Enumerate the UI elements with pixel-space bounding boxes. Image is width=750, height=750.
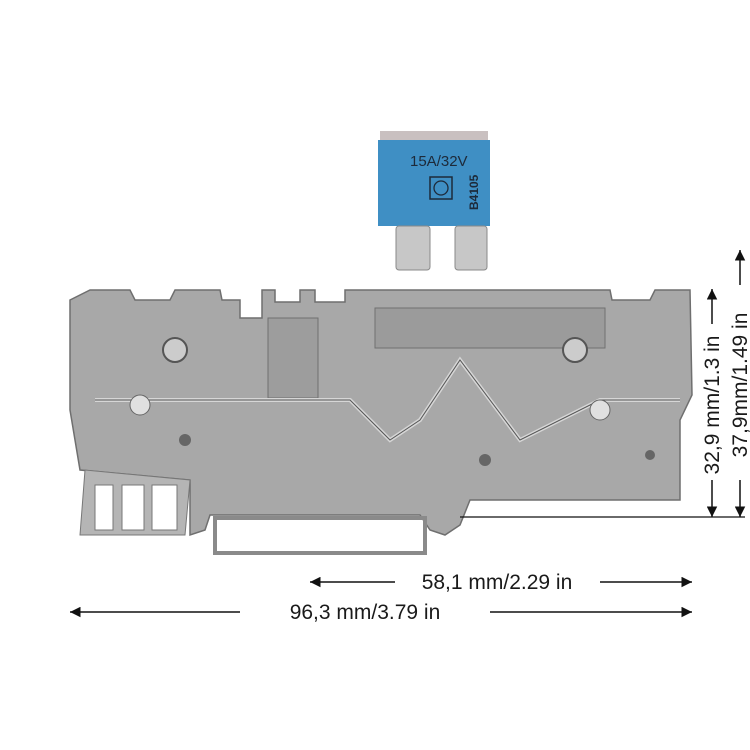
dimension-height-total: 37,9mm/1.49 in: [729, 313, 750, 458]
din-rail-clip: [213, 516, 427, 555]
fuse-prong-right: [454, 225, 488, 271]
dimension-height-rail: 32,9 mm/1.3 in: [701, 336, 724, 475]
dimension-partial-length: 58,1 mm/2.29 in: [422, 571, 573, 594]
fuse-terminal-block: [69, 289, 693, 555]
dimension-total-length: 96,3 mm/3.79 in: [290, 601, 441, 624]
fuse-rating: 15A/32V: [410, 153, 468, 170]
fuse-code: B4105: [467, 174, 481, 210]
fuse-body: [378, 140, 490, 226]
clamp-spring-right: [562, 337, 588, 363]
blade-fuse: 15A/32V B4105: [378, 131, 490, 271]
dimension-lines: [70, 250, 746, 618]
approval-mark-icon: [429, 176, 453, 200]
fuse-prong-left: [395, 225, 431, 271]
clamp-spring-left: [162, 337, 188, 363]
